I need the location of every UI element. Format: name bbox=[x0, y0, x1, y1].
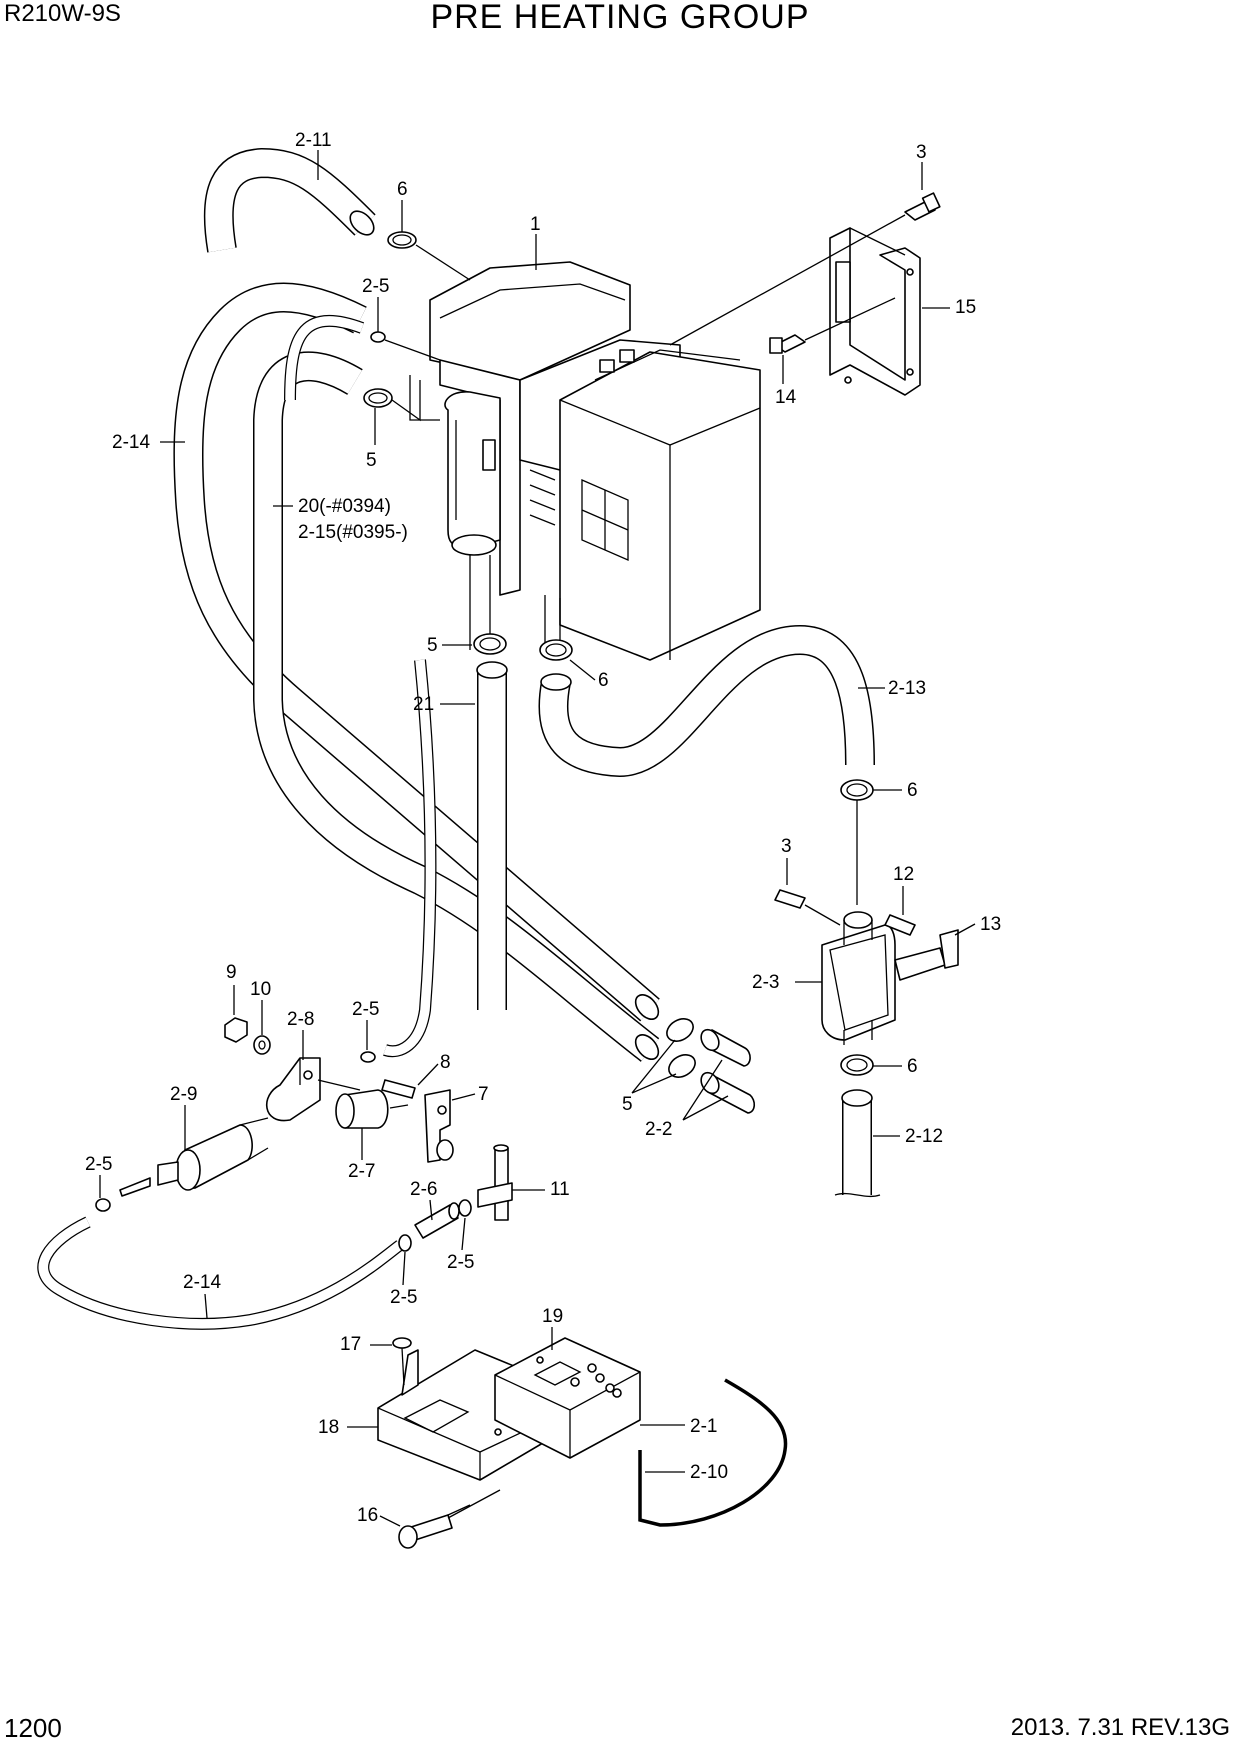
heater-unit bbox=[409, 261, 761, 661]
cable-2-10 bbox=[638, 1378, 788, 1527]
clamp-5-mid bbox=[473, 633, 507, 655]
callout-13: 13 bbox=[980, 914, 1001, 935]
nut-9 bbox=[224, 1017, 248, 1043]
callout-1: 1 bbox=[530, 214, 541, 235]
callout-2-2: 2-2 bbox=[645, 1119, 672, 1140]
pump-2-7 bbox=[335, 1089, 409, 1129]
tube-2-6 bbox=[414, 1202, 460, 1239]
valve-2-3 bbox=[821, 911, 959, 1045]
callout-11: 11 bbox=[550, 1179, 570, 1200]
callout-5-upper: 5 bbox=[366, 450, 377, 471]
washer-10 bbox=[253, 1035, 271, 1055]
hose-2-11 bbox=[203, 147, 376, 253]
callout-2-7: 2-7 bbox=[348, 1161, 375, 1182]
callout-2-9: 2-9 bbox=[170, 1084, 197, 1105]
callout-17: 17 bbox=[340, 1334, 361, 1355]
revision-date: 2013. 7.31 REV.13G bbox=[1010, 1714, 1230, 1741]
callout-2-5-mid: 2-5 bbox=[352, 999, 379, 1020]
callout-6-lower: 6 bbox=[907, 1056, 918, 1077]
hose-2-13 bbox=[538, 624, 875, 778]
callout-2-1: 2-1 bbox=[690, 1416, 717, 1437]
callout-2-14-left: 2-14 bbox=[112, 432, 150, 453]
clamp-6-right bbox=[840, 779, 874, 801]
clamp-2-5-mid bbox=[360, 1051, 376, 1063]
clamp-6-top bbox=[387, 231, 417, 249]
fuel-line-2-14-bottom bbox=[37, 1216, 404, 1330]
callout-15: 15 bbox=[955, 297, 976, 318]
bracket-15 bbox=[829, 227, 921, 396]
callout-2-14-bottom: 2-14 bbox=[183, 1272, 221, 1293]
hose-2-12 bbox=[834, 1089, 881, 1198]
screw-17 bbox=[392, 1337, 412, 1386]
callout-5-lower: 5 bbox=[622, 1094, 633, 1115]
filter-2-9 bbox=[119, 1117, 269, 1197]
callout-2-5-top: 2-5 bbox=[362, 276, 389, 297]
callout-8: 8 bbox=[440, 1052, 451, 1073]
clamp-6-lower bbox=[840, 1054, 874, 1076]
callout-2-8: 2-8 bbox=[287, 1009, 314, 1030]
pipes-2-2 bbox=[700, 1028, 756, 1114]
fuel-line-upper bbox=[284, 314, 437, 1058]
callout-16: 16 bbox=[357, 1505, 378, 1526]
bolt-16 bbox=[398, 1504, 471, 1549]
clamps-5-lower bbox=[666, 1018, 696, 1078]
callout-2-11: 2-11 bbox=[295, 130, 332, 151]
pipe-21 bbox=[476, 661, 508, 1010]
page-title: PRE HEATING GROUP bbox=[430, 0, 810, 36]
bolt-8 bbox=[381, 1079, 416, 1099]
clamp-6-mid bbox=[539, 639, 573, 661]
callout-2-5-a: 2-5 bbox=[447, 1252, 474, 1273]
fitting-11 bbox=[477, 1144, 513, 1221]
callout-7: 7 bbox=[478, 1084, 489, 1105]
callout-14: 14 bbox=[775, 387, 797, 408]
callout-6-right: 6 bbox=[907, 780, 918, 801]
callout-2-13: 2-13 bbox=[888, 678, 926, 699]
controller-2-1 bbox=[494, 1337, 641, 1459]
callout-3-top: 3 bbox=[916, 142, 927, 163]
hose-2-14-left bbox=[173, 282, 660, 1022]
bolt-12 bbox=[884, 914, 916, 936]
callout-2-6: 2-6 bbox=[410, 1179, 437, 1200]
callout-2-3: 2-3 bbox=[752, 972, 779, 993]
model-number: R210W-9S bbox=[4, 0, 121, 27]
callout-2-10: 2-10 bbox=[690, 1462, 728, 1483]
clamp-5-upper bbox=[363, 388, 393, 408]
callout-21: 21 bbox=[413, 694, 434, 715]
callout-2-15: 2-15(#0395-) bbox=[298, 522, 408, 543]
callout-12: 12 bbox=[893, 864, 914, 885]
callout-6-mid: 6 bbox=[598, 670, 609, 691]
bracket-2-8 bbox=[265, 1057, 321, 1122]
callout-19: 19 bbox=[542, 1306, 563, 1327]
bracket-7 bbox=[424, 1089, 454, 1163]
callout-6-top: 6 bbox=[397, 179, 408, 200]
callout-20: 20(-#0394) bbox=[298, 496, 391, 517]
clamp-2-5-left bbox=[95, 1198, 111, 1212]
bolt-3-top bbox=[904, 192, 941, 221]
callout-5-mid: 5 bbox=[427, 635, 438, 656]
bolt-3-right bbox=[774, 889, 806, 909]
clamp-2-5-top bbox=[370, 331, 386, 343]
callout-3-right: 3 bbox=[781, 836, 792, 857]
callout-2-5-b: 2-5 bbox=[390, 1287, 417, 1308]
clamps-2-5-bottom bbox=[398, 1199, 472, 1252]
bolt-14 bbox=[769, 334, 806, 354]
callout-10: 10 bbox=[250, 979, 271, 1000]
callout-2-5-left: 2-5 bbox=[85, 1154, 112, 1175]
page-number: 1200 bbox=[4, 1713, 62, 1743]
callout-9: 9 bbox=[226, 962, 237, 983]
callout-18: 18 bbox=[318, 1417, 339, 1438]
callout-2-12: 2-12 bbox=[905, 1126, 943, 1147]
